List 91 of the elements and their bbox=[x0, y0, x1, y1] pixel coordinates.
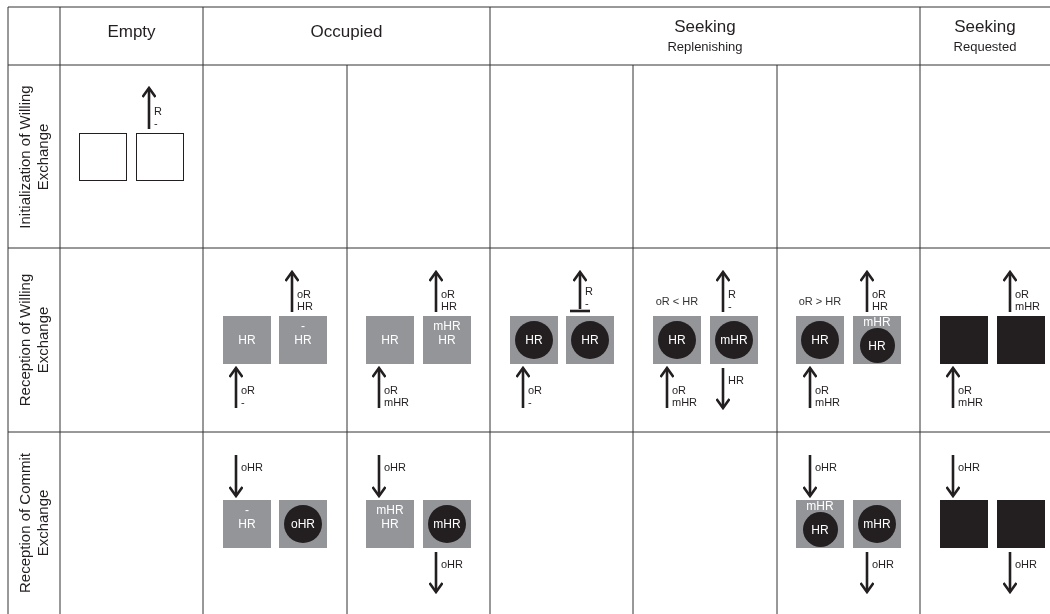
arrow bbox=[859, 270, 875, 312]
state-square bbox=[223, 316, 271, 364]
state-label: HR bbox=[437, 333, 457, 347]
state-label: HR bbox=[810, 333, 830, 347]
row-header: Initialization of Willing Exchange bbox=[16, 83, 52, 231]
arrow bbox=[284, 270, 300, 312]
state-square bbox=[853, 316, 901, 364]
filled-square bbox=[940, 316, 988, 364]
arrow bbox=[945, 455, 961, 498]
edge-label: oHR bbox=[441, 558, 463, 570]
state-label: HR bbox=[293, 333, 313, 347]
arrow bbox=[228, 366, 244, 408]
edge-label: oR mHR bbox=[672, 384, 698, 408]
state-label: HR bbox=[380, 517, 400, 531]
condition-label: oR < HR bbox=[654, 295, 700, 307]
state-label: mHR bbox=[862, 517, 892, 531]
state-label: HR bbox=[237, 517, 257, 531]
edge-label: oR - bbox=[528, 384, 543, 408]
column-subheader: Replenishing bbox=[666, 39, 744, 54]
state-label: HR bbox=[580, 333, 600, 347]
arrow bbox=[802, 366, 818, 408]
state-label: HR bbox=[237, 333, 257, 347]
arrow bbox=[428, 552, 444, 594]
arrow bbox=[715, 270, 731, 312]
state-label: mHR bbox=[432, 319, 462, 333]
arrow bbox=[141, 86, 157, 129]
arrow bbox=[572, 270, 588, 309]
state-label: mHR bbox=[432, 517, 462, 531]
arrow bbox=[371, 455, 387, 498]
arrow bbox=[802, 455, 818, 498]
state-label: HR bbox=[867, 338, 887, 353]
state-label: mHR bbox=[375, 503, 405, 517]
edge-label: R - bbox=[585, 285, 593, 309]
arrow bbox=[371, 366, 387, 408]
arrow bbox=[428, 270, 444, 312]
state-label: mHR bbox=[719, 333, 749, 347]
state-label: HR bbox=[667, 333, 687, 347]
column-header: Occupied bbox=[309, 22, 384, 41]
arrow bbox=[715, 368, 731, 410]
state-square bbox=[223, 500, 271, 548]
edge-label: HR bbox=[728, 374, 744, 386]
edge-label: R - bbox=[728, 288, 736, 312]
state-square bbox=[366, 316, 414, 364]
column-subheader: Requested bbox=[952, 39, 1018, 54]
edge-label: R - bbox=[154, 105, 162, 129]
arrow bbox=[945, 366, 961, 408]
edge-label: oHR bbox=[384, 461, 406, 473]
state-square bbox=[279, 316, 327, 364]
empty-square bbox=[79, 133, 127, 181]
state-square bbox=[796, 500, 844, 548]
column-header: Empty bbox=[106, 22, 157, 41]
state-square bbox=[423, 316, 471, 364]
edge-label: oHR bbox=[1015, 558, 1037, 570]
state-label: HR bbox=[810, 522, 830, 537]
arrow bbox=[228, 455, 244, 498]
state-square bbox=[366, 500, 414, 548]
state-label: mHR bbox=[805, 499, 835, 513]
filled-square bbox=[997, 500, 1045, 548]
token-circle bbox=[802, 512, 838, 547]
condition-label: oR > HR bbox=[797, 295, 843, 307]
arrow bbox=[859, 552, 875, 594]
state-label: - bbox=[300, 319, 306, 333]
edge-label: oR mHR bbox=[384, 384, 410, 408]
arrow bbox=[1002, 552, 1018, 594]
arrow bbox=[1002, 270, 1018, 312]
edge-label: oR HR bbox=[297, 288, 313, 312]
edge-label: oHR bbox=[958, 461, 980, 473]
edge-label: oHR bbox=[872, 558, 894, 570]
edge-label: oR - bbox=[241, 384, 256, 408]
edge-label: oHR bbox=[815, 461, 837, 473]
state-label: - bbox=[244, 503, 250, 517]
edge-label: oHR bbox=[241, 461, 263, 473]
edge-label: oR mHR bbox=[815, 384, 841, 408]
state-label: HR bbox=[380, 333, 400, 347]
edge-label: oR HR bbox=[872, 288, 888, 312]
state-label: HR bbox=[524, 333, 544, 347]
filled-square bbox=[940, 500, 988, 548]
token-circle bbox=[859, 328, 895, 363]
edge-label: oR mHR bbox=[958, 384, 984, 408]
edge-label: oR mHR bbox=[1015, 288, 1041, 312]
row-header: Reception of Commit Exchange bbox=[16, 451, 52, 596]
column-header: Seeking bbox=[673, 17, 737, 36]
state-label: oHR bbox=[290, 517, 316, 531]
arrow bbox=[515, 366, 531, 408]
row-header: Reception of Willing Exchange bbox=[16, 272, 52, 409]
column-header: Seeking bbox=[953, 17, 1017, 36]
empty-square bbox=[136, 133, 184, 181]
edge-label: oR HR bbox=[441, 288, 457, 312]
arrow bbox=[659, 366, 675, 408]
state-label: mHR bbox=[862, 315, 892, 329]
filled-square bbox=[997, 316, 1045, 364]
